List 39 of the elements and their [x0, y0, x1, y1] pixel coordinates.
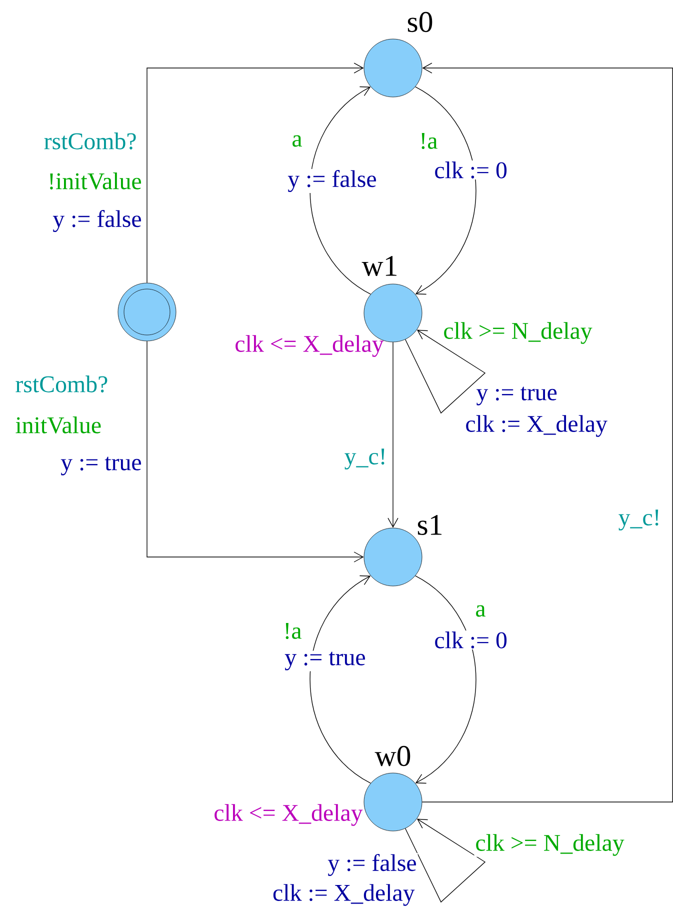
node-label: s0	[408, 12, 432, 32]
edge-label: y_c!	[617, 508, 662, 532]
edge-label: !initValue	[46, 172, 143, 190]
edge-label: rstComb?	[14, 374, 110, 394]
edge-label: clk := 0	[433, 160, 508, 180]
transition-arrow	[388, 342, 398, 528]
transition-arrow	[415, 86, 476, 295]
edge-label: initValue	[14, 416, 103, 434]
node-label: s1	[418, 514, 442, 536]
edge-label: y := true	[284, 650, 367, 672]
edge-label: clk := X_delay	[272, 883, 416, 907]
initial-location-circle	[118, 282, 176, 342]
edge-label: clk := X_delay	[464, 414, 608, 438]
edge-label: y := false	[286, 169, 378, 193]
edge-label: a	[474, 604, 487, 618]
edge-label: clk >= N_delay	[474, 833, 626, 857]
edge-label: clk := 0	[433, 630, 508, 650]
edge-label: a	[290, 134, 304, 148]
transition-arrow	[310, 86, 371, 295]
edge-label: rstComb?	[42, 132, 138, 150]
node-label: w0	[374, 746, 410, 766]
transition-arrow	[310, 575, 371, 784]
edge-label: !a	[282, 622, 303, 640]
transition-arrow	[404, 818, 486, 903]
transition-arrow	[146, 340, 364, 562]
transition-arrow	[415, 575, 476, 784]
invariant-label: clk <= X_delay	[236, 335, 384, 357]
edge-label: y := true	[475, 386, 558, 406]
edge-label: !a	[418, 132, 439, 150]
transition-arrow	[404, 330, 486, 414]
invariant-label: clk <= X_delay	[214, 804, 363, 826]
edge-label: y_c!	[343, 448, 388, 470]
transition-arrow	[146, 62, 364, 284]
edge-label: y := false	[326, 853, 418, 877]
node-label: w1	[362, 256, 396, 276]
edge-label: clk >= N_delay	[442, 321, 594, 345]
edge-label: y := false	[52, 209, 143, 233]
edge-label: y := true	[60, 456, 143, 476]
transition-arrow	[422, 62, 673, 802]
